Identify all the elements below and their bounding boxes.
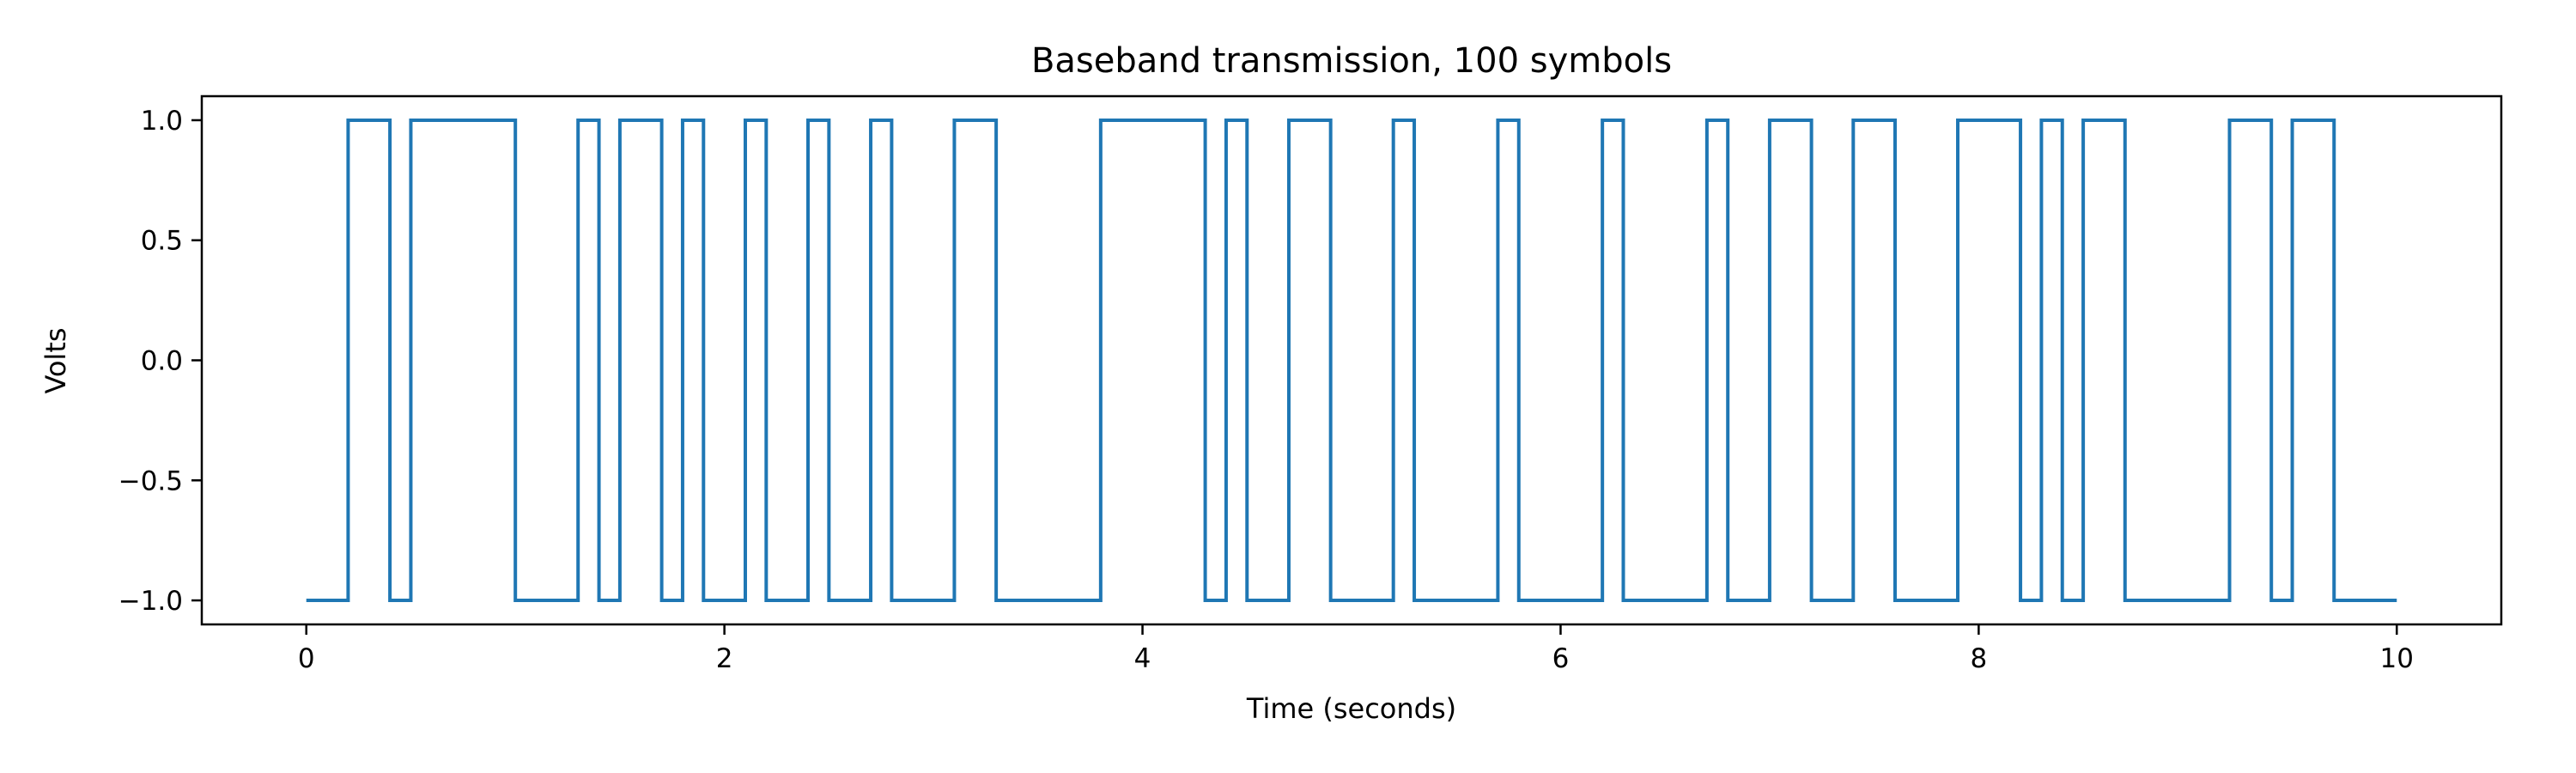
axes-frame [200,94,2503,626]
y-tick-label: 1.0 [141,106,183,137]
y-tick-label: 0.5 [141,226,183,257]
y-tick-label: −0.5 [118,466,183,496]
y-axis-label: Volts [39,327,72,393]
x-tick-label: 4 [1134,643,1151,674]
signal-line [306,118,2397,603]
chart-title: Baseband transmission, 100 symbols [1031,41,1672,81]
x-tick-label: 6 [1552,643,1570,674]
x-tick-label: 10 [2380,643,2414,674]
y-axis: −1.0 −0.5 0.0 0.5 1.0 [118,106,202,617]
x-tick-label: 8 [1970,643,1987,674]
x-tick-label: 0 [298,643,315,674]
x-axis-label: Time (seconds) [1246,692,1456,725]
x-axis: 0 2 4 6 8 10 [298,624,2414,674]
y-tick-label: −1.0 [118,586,183,617]
x-tick-label: 2 [716,643,733,674]
y-tick-label: 0.0 [141,346,183,377]
